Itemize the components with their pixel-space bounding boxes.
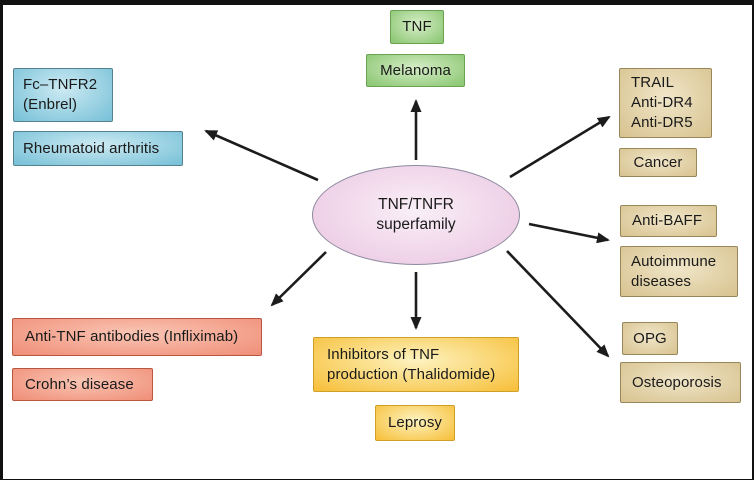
therapy-box-opg: OPG xyxy=(622,322,678,355)
disease-box-leprosy: Leprosy xyxy=(375,405,455,441)
arrow-lower-left xyxy=(270,251,327,307)
therapy-box-trail-anti-dr4-anti-dr5: TRAIL Anti-DR4 Anti-DR5 xyxy=(619,68,712,138)
therapy-box-tnf-production-inhibitors: Inhibitors of TNF production (Thalidomid… xyxy=(313,337,519,392)
arrow-upper-right xyxy=(509,115,611,179)
therapy-box-fc-tnfr2-enbrel: Fc–TNFR2 (Enbrel) xyxy=(13,68,113,122)
arrow-right xyxy=(528,222,610,244)
disease-box-melanoma: Melanoma xyxy=(366,54,465,87)
arrow-upper-left xyxy=(204,129,319,182)
therapy-box-anti-tnf-antibodies: Anti-TNF antibodies (Infliximab) xyxy=(12,318,262,356)
disease-box-osteoporosis: Osteoporosis xyxy=(620,362,741,403)
disease-box-rheumatoid-arthritis: Rheumatoid arthritis xyxy=(13,131,183,166)
center-node-tnf-tnfr-superfamily: TNF/TNFR superfamily xyxy=(312,165,520,265)
disease-box-autoimmune-diseases: Autoimmune diseases xyxy=(620,246,738,297)
therapy-box-tnf: TNF xyxy=(390,10,444,44)
disease-box-cancer: Cancer xyxy=(619,148,697,177)
therapy-box-anti-baff: Anti-BAFF xyxy=(620,205,717,237)
arrow-lower-right xyxy=(506,250,610,358)
disease-box-crohns-disease: Crohn’s disease xyxy=(12,368,153,401)
